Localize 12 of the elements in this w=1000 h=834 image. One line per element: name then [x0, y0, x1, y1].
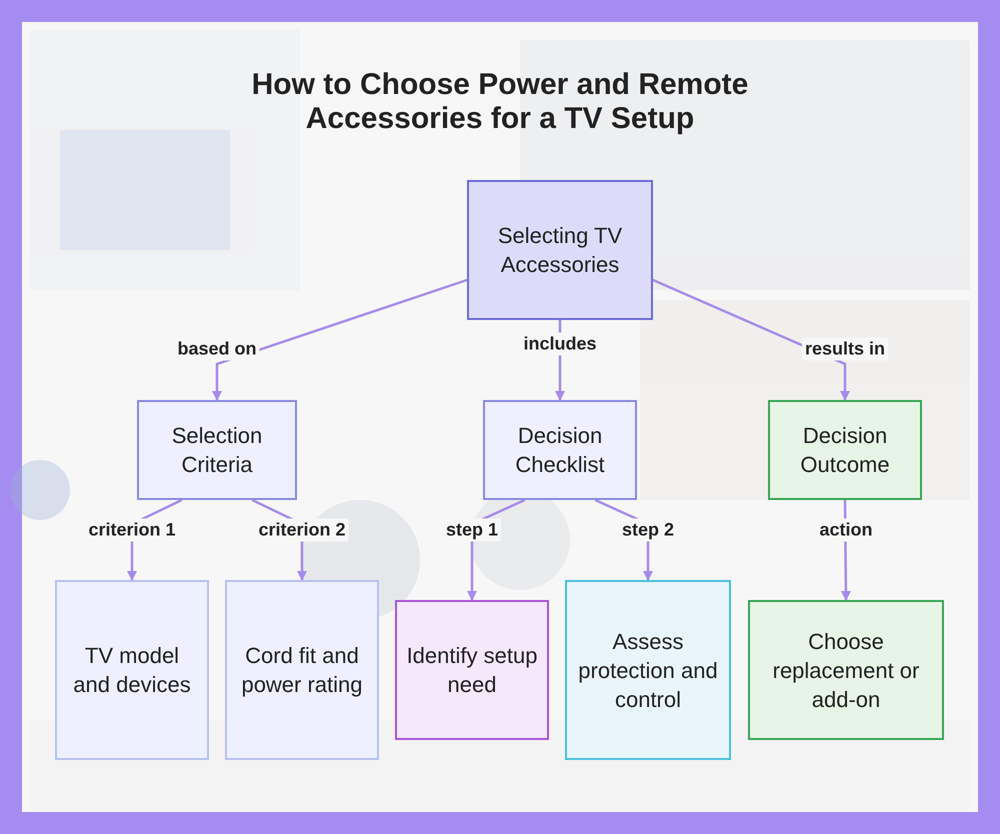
- process-box: TV model and devices: [55, 580, 209, 760]
- process-box: Choose replacement or add-on: [748, 600, 944, 740]
- process-box: Selection Criteria: [137, 400, 297, 500]
- process-box: Decision Outcome: [768, 400, 922, 500]
- arrow: [212, 278, 468, 401]
- process-box: Assess protection and control: [565, 580, 731, 760]
- process-box: Identify setup need: [395, 600, 549, 740]
- process-box: Selecting TV Accessories: [467, 180, 653, 320]
- process-box: Decision Checklist: [483, 400, 637, 500]
- process-box: Cord fit and power rating: [225, 580, 379, 760]
- title: How to Choose Power and Remote Accessories for a TV Setup: [250, 68, 750, 136]
- edge-label: results in: [802, 338, 888, 360]
